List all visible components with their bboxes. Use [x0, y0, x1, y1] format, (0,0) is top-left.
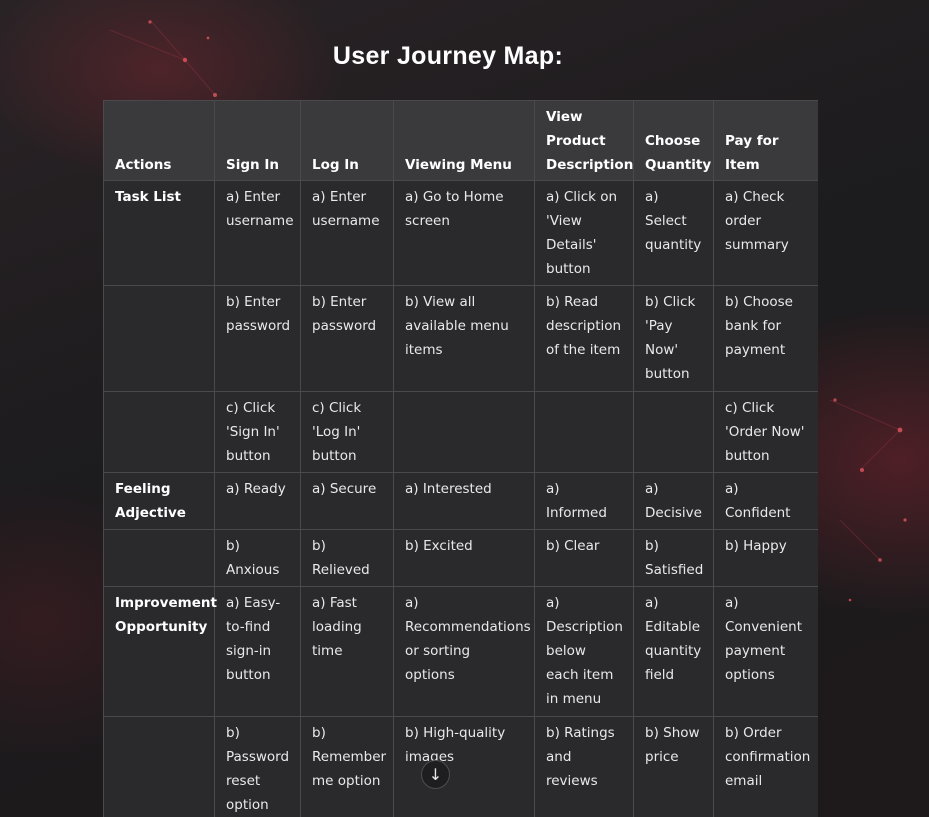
table-cell: b) High-quality images	[393, 716, 535, 817]
table-header-row: Actions Sign In Log In Viewing Menu View…	[103, 100, 818, 181]
column-header: Actions	[103, 100, 215, 181]
table-cell: a) Easy-to-find sign-in button	[214, 586, 301, 717]
table-cell: a) Check order summary	[713, 180, 818, 286]
table-cell: b) Ratings and reviews	[534, 716, 634, 817]
table-cell: a) Enter username	[300, 180, 394, 286]
table-cell: b) Choose bank for payment	[713, 285, 818, 392]
row-header-cell: Task List	[103, 180, 215, 286]
table-cell: b) Click 'Pay Now' button	[633, 285, 714, 392]
table-row: Improvement Opportunity a) Easy-to-find …	[103, 586, 818, 717]
table-cell: a) Click on 'View Details' button	[534, 180, 634, 286]
table-cell: b) Anxious	[214, 529, 301, 587]
table-cell: b) Happy	[713, 529, 818, 587]
journey-table: Actions Sign In Log In Viewing Menu View…	[103, 100, 818, 817]
column-header: Log In	[300, 100, 394, 181]
table-cell: a) Secure	[300, 472, 394, 530]
table-cell: a) Recommendations or sorting options	[393, 586, 535, 717]
row-header-cell	[103, 391, 215, 473]
row-header-cell	[103, 716, 215, 817]
row-header-cell: Improvement Opportunity	[103, 586, 217, 717]
row-header-cell	[103, 285, 215, 392]
table-cell: b) Show price	[633, 716, 714, 817]
table-cell: b) Read description of the item	[534, 285, 634, 392]
table-cell: b) Excited	[393, 529, 535, 587]
table-row: Task List a) Enter username a) Enter use…	[103, 180, 818, 286]
table-cell: a) Fast loading time	[300, 586, 394, 717]
table-cell: b) Enter password	[214, 285, 301, 392]
arrow-down-icon: ↓	[428, 765, 443, 784]
table-cell: a) Description below each item in menu	[534, 586, 634, 717]
table-cell: c) Click 'Log In' button	[300, 391, 394, 473]
row-header-cell: Feeling Adjective	[103, 472, 215, 530]
table-row: c) Click 'Sign In' button c) Click 'Log …	[103, 391, 818, 473]
table-cell: b) Clear	[534, 529, 634, 587]
table-cell: a) Editable quantity field	[633, 586, 714, 717]
table-cell: c) Click 'Order Now' button	[713, 391, 818, 473]
column-header: Viewing Menu	[393, 100, 535, 181]
table-cell: b) Order confirmation email	[713, 716, 818, 817]
column-header: Pay for Item	[713, 100, 818, 181]
table-cell: a) Convenient payment options	[713, 586, 818, 717]
table-cell: a) Confident	[713, 472, 818, 530]
table-cell: a) Informed	[534, 472, 634, 530]
page-title: User Journey Map:	[332, 42, 564, 70]
journey-table-container: Actions Sign In Log In Viewing Menu View…	[103, 100, 818, 817]
row-header-cell	[103, 529, 215, 587]
table-cell: c) Click 'Sign In' button	[214, 391, 301, 473]
column-header: View Product Description	[534, 100, 634, 181]
table-cell: b) Relieved	[300, 529, 394, 587]
table-cell	[633, 391, 714, 473]
column-header: Sign In	[214, 100, 301, 181]
table-cell: b) Remember me option	[300, 716, 394, 817]
table-cell: a) Enter username	[214, 180, 301, 286]
column-header: Choose Quantity	[633, 100, 714, 181]
table-cell: a) Go to Home screen	[393, 180, 535, 286]
table-cell: b) Enter password	[300, 285, 394, 392]
table-cell: a) Select quantity	[633, 180, 714, 286]
table-row: b) Password reset option b) Remember me …	[103, 716, 818, 817]
table-cell: b) Password reset option	[214, 716, 301, 817]
table-row: b) Anxious b) Relieved b) Excited b) Cle…	[103, 529, 818, 587]
table-cell: a) Ready	[214, 472, 301, 530]
table-row: b) Enter password b) Enter password b) V…	[103, 285, 818, 392]
table-cell: b) View all available menu items	[393, 285, 535, 392]
table-cell: b) Satisfied	[633, 529, 714, 587]
table-cell: a) Decisive	[633, 472, 714, 530]
table-cell: a) Interested	[393, 472, 535, 530]
table-cell	[534, 391, 634, 473]
scroll-down-button[interactable]: ↓	[421, 760, 450, 789]
table-cell	[393, 391, 535, 473]
table-row: Feeling Adjective a) Ready a) Secure a) …	[103, 472, 818, 530]
